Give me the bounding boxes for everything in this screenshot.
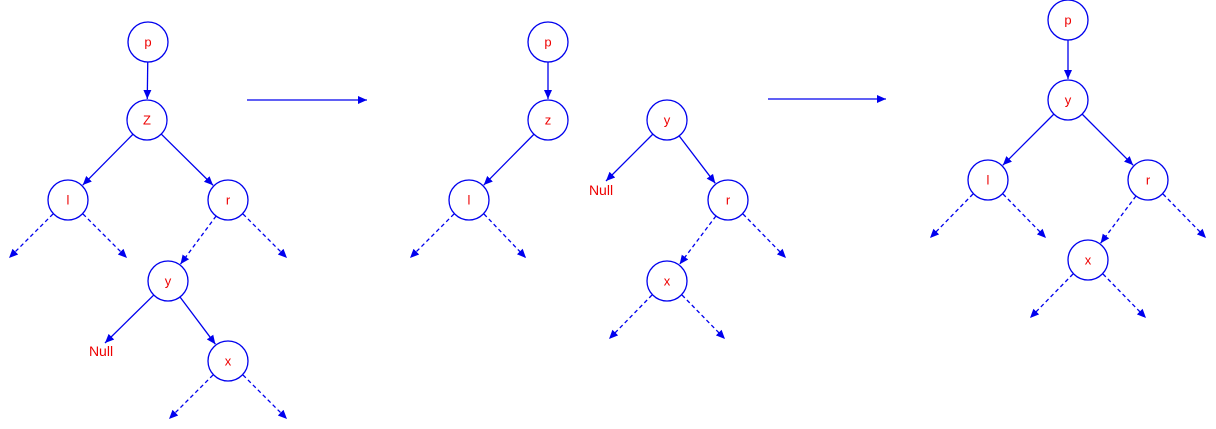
node-circle (527, 99, 569, 141)
node-circle (646, 260, 688, 302)
node-middle-r: r (707, 179, 749, 221)
edge-after-y-l (1002, 113, 1055, 166)
stub-after-l-right (1002, 193, 1047, 239)
node-circle (448, 179, 490, 221)
node-circle (127, 21, 169, 63)
stub-after-r-right (1162, 193, 1207, 239)
node-after-p: p (1047, 0, 1089, 41)
node-middle-y: y (646, 99, 688, 141)
node-before-Z: Z (126, 99, 168, 141)
node-label: y (1065, 93, 1072, 108)
node-label: p (544, 35, 551, 50)
node-middle-x: x (646, 260, 688, 302)
node-label: Z (143, 113, 151, 128)
null-label-middle: Null (589, 182, 613, 198)
node-circle (207, 340, 249, 382)
stub-after-x-right (1102, 273, 1147, 319)
edge-before-y-null (104, 294, 155, 344)
node-label: l (468, 193, 471, 208)
stub-before-x-left (168, 374, 214, 420)
edge-before-y-x (179, 296, 216, 345)
stub-after-l-left (929, 193, 974, 239)
node-middle-z: z (527, 99, 569, 141)
edge-middle-y-null (605, 133, 654, 182)
node-before-y: y (147, 260, 189, 302)
node-middle-l: l (448, 179, 490, 221)
node-label: z (545, 113, 552, 128)
node-label: p (1064, 13, 1071, 28)
node-after-y: y (1047, 79, 1089, 121)
node-label: l (67, 193, 70, 208)
node-after-r: r (1127, 159, 1169, 201)
node-circle (1127, 159, 1169, 201)
node-label: r (726, 193, 731, 208)
node-label: r (1146, 173, 1151, 188)
edge-middle-r-x (679, 215, 717, 265)
stub-before-l-right (82, 213, 128, 259)
node-label: y (165, 274, 172, 289)
node-circle (646, 99, 688, 141)
node-after-l: l (967, 159, 1009, 201)
node-label: x (225, 354, 232, 369)
node-before-l: l (47, 179, 89, 221)
stub-before-r-right (242, 213, 288, 259)
node-before-p: p (127, 21, 169, 63)
edge-before-r-y (179, 215, 217, 265)
node-middle-p: p (527, 21, 569, 63)
node-circle (47, 179, 89, 221)
node-label: p (144, 35, 151, 50)
node-label: r (226, 193, 231, 208)
edge-before-Z-l (82, 133, 134, 186)
node-label: y (664, 113, 671, 128)
node-circle (527, 21, 569, 63)
stub-after-x-left (1029, 273, 1074, 319)
stub-middle-x-right (681, 294, 726, 340)
node-circle (126, 99, 168, 141)
node-circle (967, 159, 1009, 201)
node-before-r: r (207, 179, 249, 221)
null-label-before: Null (89, 343, 113, 359)
node-circle (147, 260, 189, 302)
edge-after-y-r (1081, 113, 1134, 166)
node-circle (707, 179, 749, 221)
node-circle (1067, 239, 1109, 281)
edge-before-Z-r (160, 133, 214, 186)
node-label: x (1085, 253, 1092, 268)
edge-middle-y-r (678, 135, 716, 184)
edge-after-r-x (1100, 195, 1137, 244)
node-label: l (987, 173, 990, 188)
node-circle (1047, 79, 1089, 121)
node-circle (207, 179, 249, 221)
stub-middle-l-right (483, 213, 527, 259)
stub-middle-l-left (409, 213, 455, 259)
node-circle (1047, 0, 1089, 41)
stub-middle-x-left (608, 294, 653, 340)
stub-middle-r-right (742, 213, 787, 259)
node-label: x (664, 274, 671, 289)
edge-middle-z-l (483, 133, 535, 186)
stub-before-l-left (8, 213, 54, 259)
node-before-x: x (207, 340, 249, 382)
stub-before-x-right (242, 374, 288, 420)
node-after-x: x (1067, 239, 1109, 281)
